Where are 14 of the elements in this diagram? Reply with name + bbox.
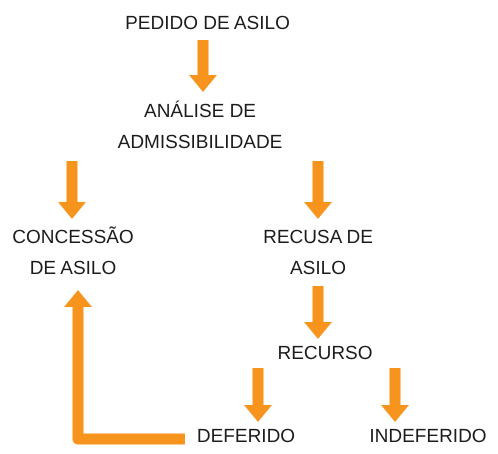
arrow [189,40,217,92]
arrow [381,368,409,422]
step-label: DEFERIDO [196,424,296,448]
step-label: RECURSO [276,342,374,366]
arrow [304,161,332,219]
step-label: INDEFERIDO [368,424,488,448]
step-label: CONCESSÃO DE ASILO [11,225,135,280]
step-label: PEDIDO DE ASILO [124,12,291,36]
arrow [58,161,86,219]
arrow [64,290,185,444]
arrow [304,286,332,339]
step-label: ANÁLISE DE ADMISSIBILIDADE [116,100,284,154]
arrow [244,368,272,422]
step-label: RECUSA DE ASILO [262,226,374,280]
